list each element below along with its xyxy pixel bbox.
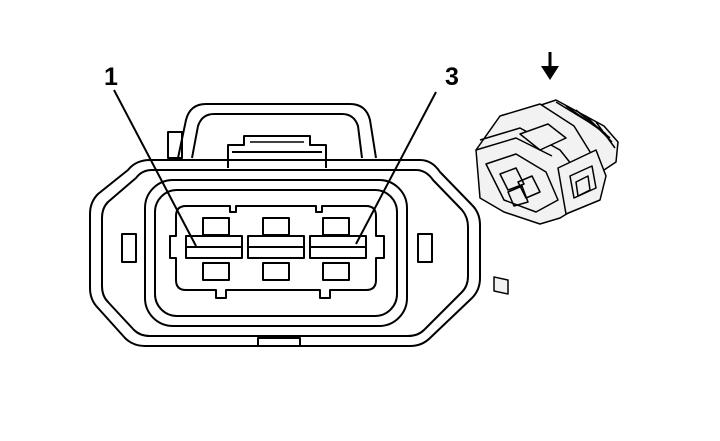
side-latch-right: [417, 233, 433, 263]
inner-shroud: [144, 179, 408, 327]
callout-line-pin-3: [355, 91, 437, 245]
pin-label-1: 1: [104, 63, 118, 91]
side-latch-left: [121, 233, 137, 263]
outer-housing: [89, 159, 481, 347]
connector-face-view: 1 3: [89, 63, 481, 347]
pin-cavity-3: [309, 217, 367, 281]
pin-cavity-1: [185, 217, 243, 281]
down-arrow-icon: [541, 52, 559, 80]
terminal-cavity-frame: [169, 205, 385, 299]
pin-label-3: 3: [445, 63, 459, 91]
callout-line-pin-1: [113, 89, 197, 247]
pin-cavity-2: [247, 217, 305, 281]
latch-housing: [167, 103, 377, 168]
connector-isometric-thumbnail: [475, 99, 619, 295]
